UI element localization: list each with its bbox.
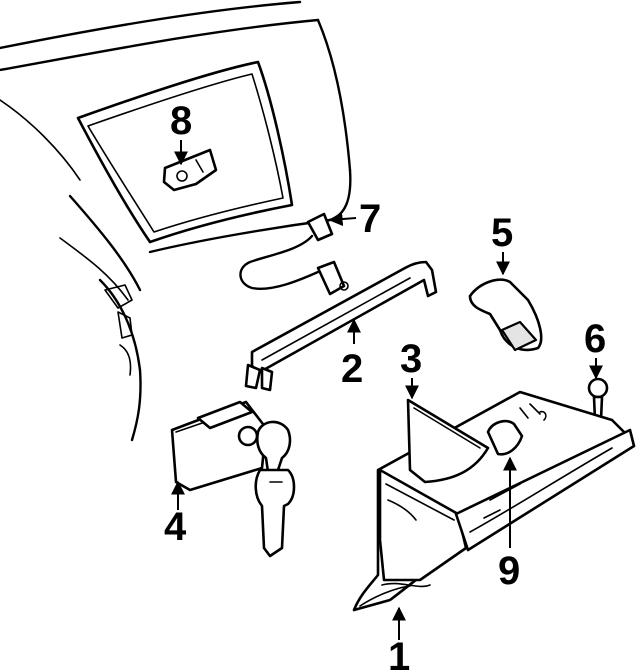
callout-3: 3 bbox=[400, 337, 422, 381]
callout-8: 8 bbox=[170, 99, 192, 143]
callout-6: 6 bbox=[584, 317, 606, 361]
callout-9: 9 bbox=[498, 549, 520, 593]
callout-4: 4 bbox=[164, 505, 187, 549]
callout-1: 1 bbox=[388, 635, 410, 672]
part-5-hinge bbox=[468, 278, 543, 352]
part-3-panel bbox=[406, 398, 490, 484]
callout-labels: 1 2 3 4 5 6 7 8 9 bbox=[164, 99, 606, 672]
part-7-lamp-harness bbox=[239, 212, 346, 296]
leader-lines bbox=[171, 140, 603, 640]
part-2-bracket bbox=[244, 260, 438, 392]
callout-5: 5 bbox=[491, 211, 513, 255]
callout-7: 7 bbox=[359, 197, 381, 241]
part-4-lock-cylinder bbox=[170, 400, 296, 558]
dashboard-panel bbox=[0, 0, 352, 442]
callout-2: 2 bbox=[341, 347, 363, 391]
part-8-latch-striker bbox=[162, 148, 218, 192]
part-9-latch bbox=[486, 419, 524, 456]
